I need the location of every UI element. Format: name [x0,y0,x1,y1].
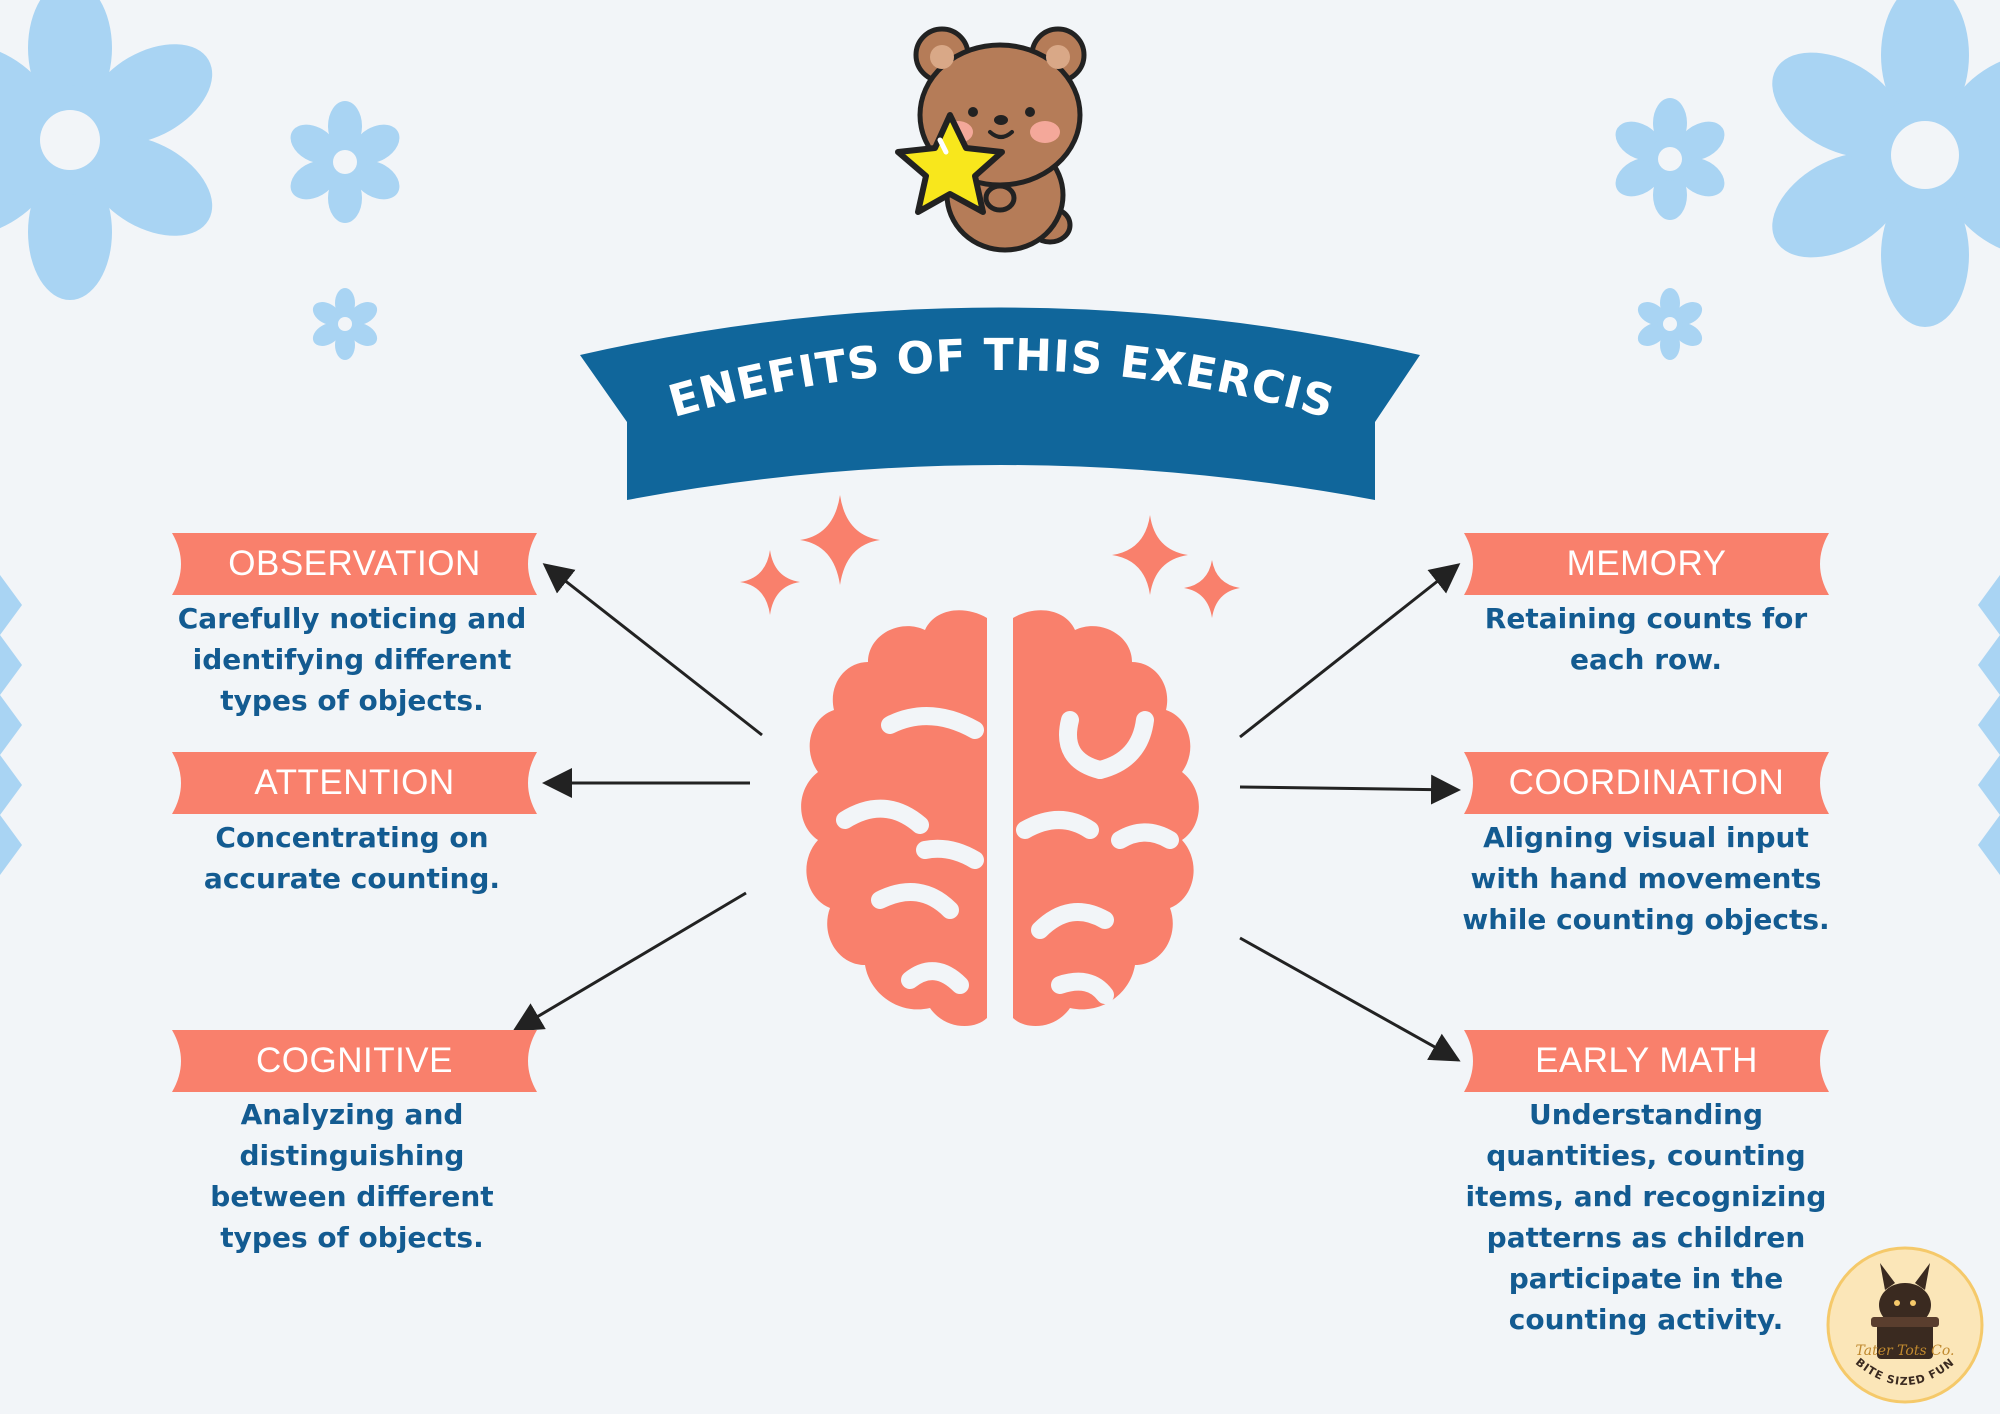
benefit-label: COORDINATION [1508,763,1785,802]
flower-icon-large-right [1772,0,2000,327]
benefit-banner-coordination: COORDINATION [1464,752,1829,814]
arrow-icon [1239,936,1461,1062]
teddy-bear-icon [895,26,1087,253]
sparkle-icon [740,550,800,615]
flower-icon-small-right-top [1615,98,1725,220]
benefit-description: Aligning visual input with hand movement… [1462,821,1830,936]
flower-icon-small-left-top [290,101,400,223]
brain-icon [801,610,1199,1027]
arrow-icon [1239,563,1461,739]
sparkle-icons [740,495,1240,618]
flower-icon-small-right-bottom [1637,288,1703,360]
benefit-label: MEMORY [1566,544,1727,583]
logo-icon [1826,1246,1984,1404]
benefit-label: EARLY MATH [1535,1041,1758,1080]
page-title: BENEFITS OF THIS EXERCISE [575,280,1339,429]
benefit-label: OBSERVATION [228,544,481,583]
arrow-icon [512,891,747,1032]
benefit-banner-attention: ATTENTION [172,752,537,814]
benefit-label: ATTENTION [254,763,455,802]
benefit-description: Understanding quantities, counting items… [1465,1098,1827,1336]
flower-icon-small-left-bottom [312,288,378,360]
svg-text:BITE SIZED FUN: BITE SIZED FUN [1853,1356,1957,1389]
benefit-description: Retaining counts for each row. [1484,602,1808,676]
arrow-icon [542,563,763,737]
sparkle-icon [1112,515,1188,595]
benefit-banner-memory: MEMORY [1464,533,1829,595]
svg-text:Tater Tots Co.: Tater Tots Co. [1856,1343,1955,1359]
arrow-icon [1239,774,1461,805]
benefit-description: Analyzing and distinguishing between dif… [210,1098,494,1254]
logo-text: Tater Tots Co. BITE SIZED FUN [1853,1343,1957,1389]
flower-icon-large-left [0,0,213,300]
sparkle-icon [1184,560,1240,618]
benefit-description: Carefully noticing and identifying diffe… [177,602,527,717]
star-icon [895,112,1005,215]
sparkle-icon [800,495,880,585]
benefit-description: Concentrating on accurate counting. [203,821,501,895]
benefit-banner-cognitive: COGNITIVE [172,1030,537,1092]
title-ribbon [580,307,1420,500]
zigzag-edge-right [1978,575,2000,875]
zigzag-edge-left [0,575,22,875]
benefit-banner-early-math: EARLY MATH [1464,1030,1829,1092]
benefit-banner-observation: OBSERVATION [172,533,537,595]
benefit-label: COGNITIVE [255,1041,454,1080]
